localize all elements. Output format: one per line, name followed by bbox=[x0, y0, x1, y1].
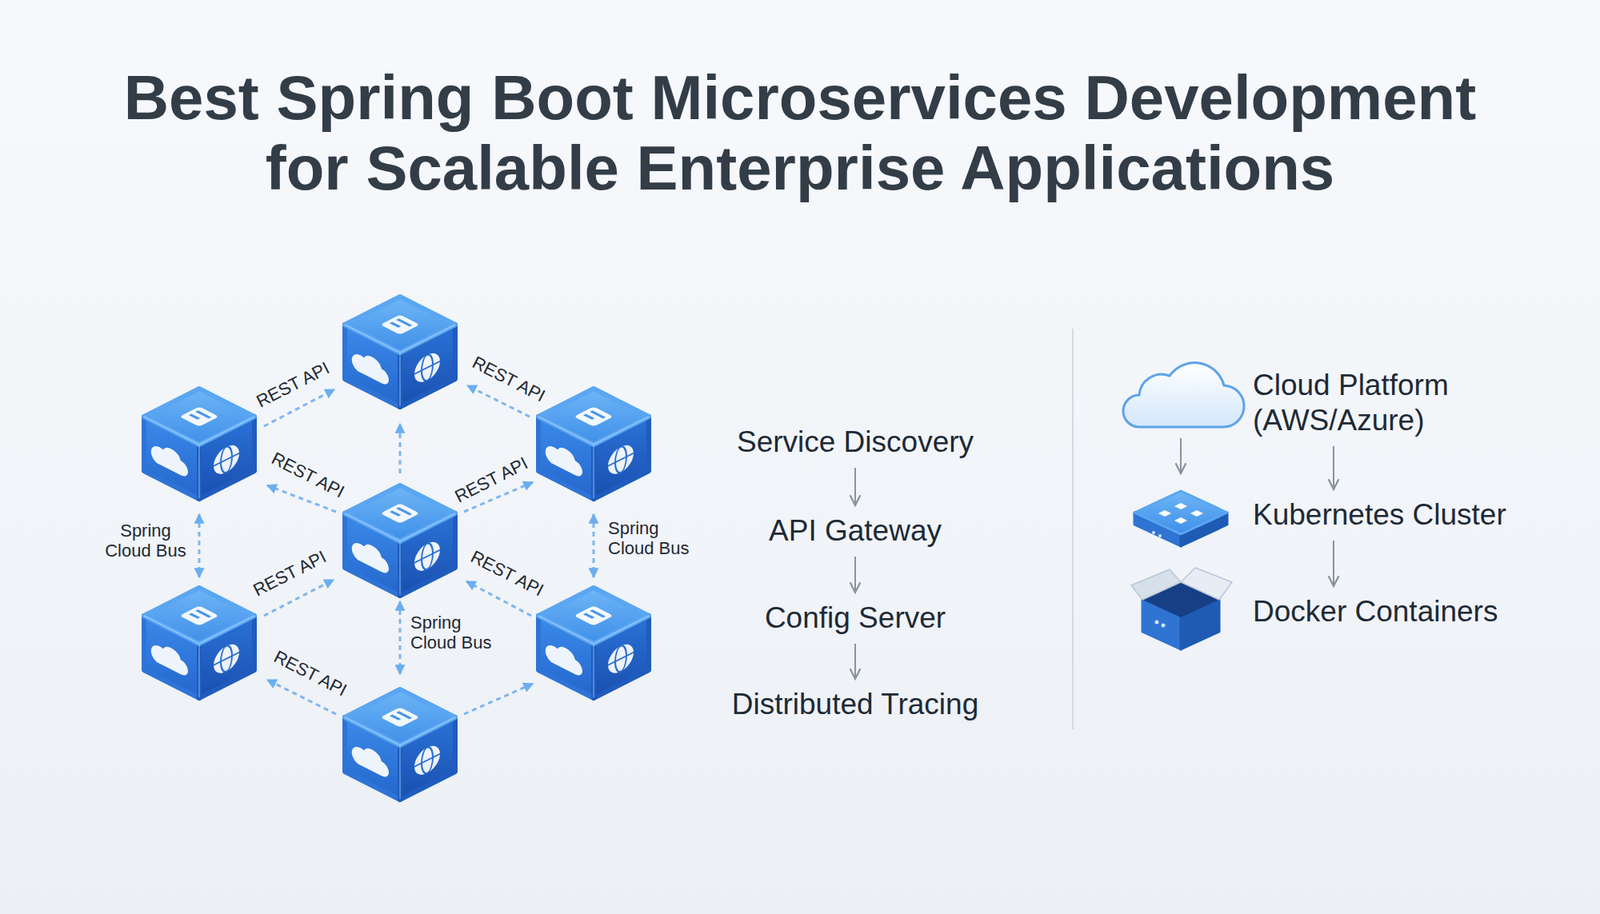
node-text: Kubernetes Cluster bbox=[1252, 497, 1541, 533]
step-label: API Gateway bbox=[711, 513, 1000, 549]
api-label: REST API bbox=[270, 646, 350, 700]
bus-arrow bbox=[399, 601, 402, 675]
bus-label: Spring Cloud Bus bbox=[608, 518, 698, 559]
service-cube bbox=[538, 588, 649, 699]
cloud-icon bbox=[1123, 363, 1244, 428]
node-text: API Gateway bbox=[711, 513, 1000, 549]
platform-layer: Kubernetes Cluster bbox=[1252, 497, 1541, 533]
flow-arrow bbox=[854, 644, 856, 680]
step-label: Config Server bbox=[711, 600, 1000, 636]
api-label: REST API bbox=[249, 546, 329, 600]
node-text: Cloud Platform (AWS/Azure) bbox=[1252, 368, 1493, 439]
node-text: Distributed Tracing bbox=[711, 687, 1000, 723]
api-label: REST API bbox=[252, 357, 332, 412]
node-text: Service Discovery bbox=[711, 424, 1000, 460]
step-label: Service Discovery bbox=[711, 424, 1000, 460]
api-label: REST API bbox=[268, 448, 348, 502]
icon-arrow bbox=[1180, 438, 1182, 474]
service-connectors bbox=[199, 385, 594, 715]
flow-arrow bbox=[1332, 446, 1335, 490]
divider-line bbox=[1072, 328, 1074, 730]
api-label: REST API bbox=[451, 452, 531, 507]
node-text: Docker Containers bbox=[1252, 594, 1541, 630]
microservice-cubes bbox=[144, 296, 649, 800]
diagram-title: Best Spring Boot Microservices Developme… bbox=[96, 62, 1504, 204]
docker-icon bbox=[1131, 568, 1232, 650]
flow-arrow bbox=[854, 468, 856, 506]
bus-label: Spring Cloud Bus bbox=[100, 520, 191, 561]
kubernetes-icon bbox=[1134, 491, 1228, 547]
step-label: Distributed Tracing bbox=[711, 687, 1000, 723]
bus-label: Spring Cloud Bus bbox=[410, 612, 500, 653]
service-cube bbox=[144, 388, 255, 500]
api-label: REST API bbox=[468, 352, 548, 406]
service-cube bbox=[344, 485, 456, 596]
node-text: Config Server bbox=[711, 600, 1000, 636]
platform-layer: Docker Containers bbox=[1252, 594, 1541, 630]
service-cube bbox=[344, 689, 456, 800]
rest-arrow bbox=[399, 424, 402, 474]
platform-layer: Cloud Platform (AWS/Azure) bbox=[1252, 368, 1493, 439]
service-cube bbox=[538, 388, 649, 500]
service-cube bbox=[144, 588, 255, 699]
rest-arrow bbox=[464, 684, 533, 715]
api-label: REST API bbox=[467, 546, 547, 600]
bus-arrow bbox=[198, 514, 201, 578]
flow-arrow bbox=[1332, 540, 1335, 587]
service-cube bbox=[344, 296, 456, 408]
flow-arrow bbox=[854, 556, 856, 593]
bus-arrow bbox=[592, 514, 596, 578]
